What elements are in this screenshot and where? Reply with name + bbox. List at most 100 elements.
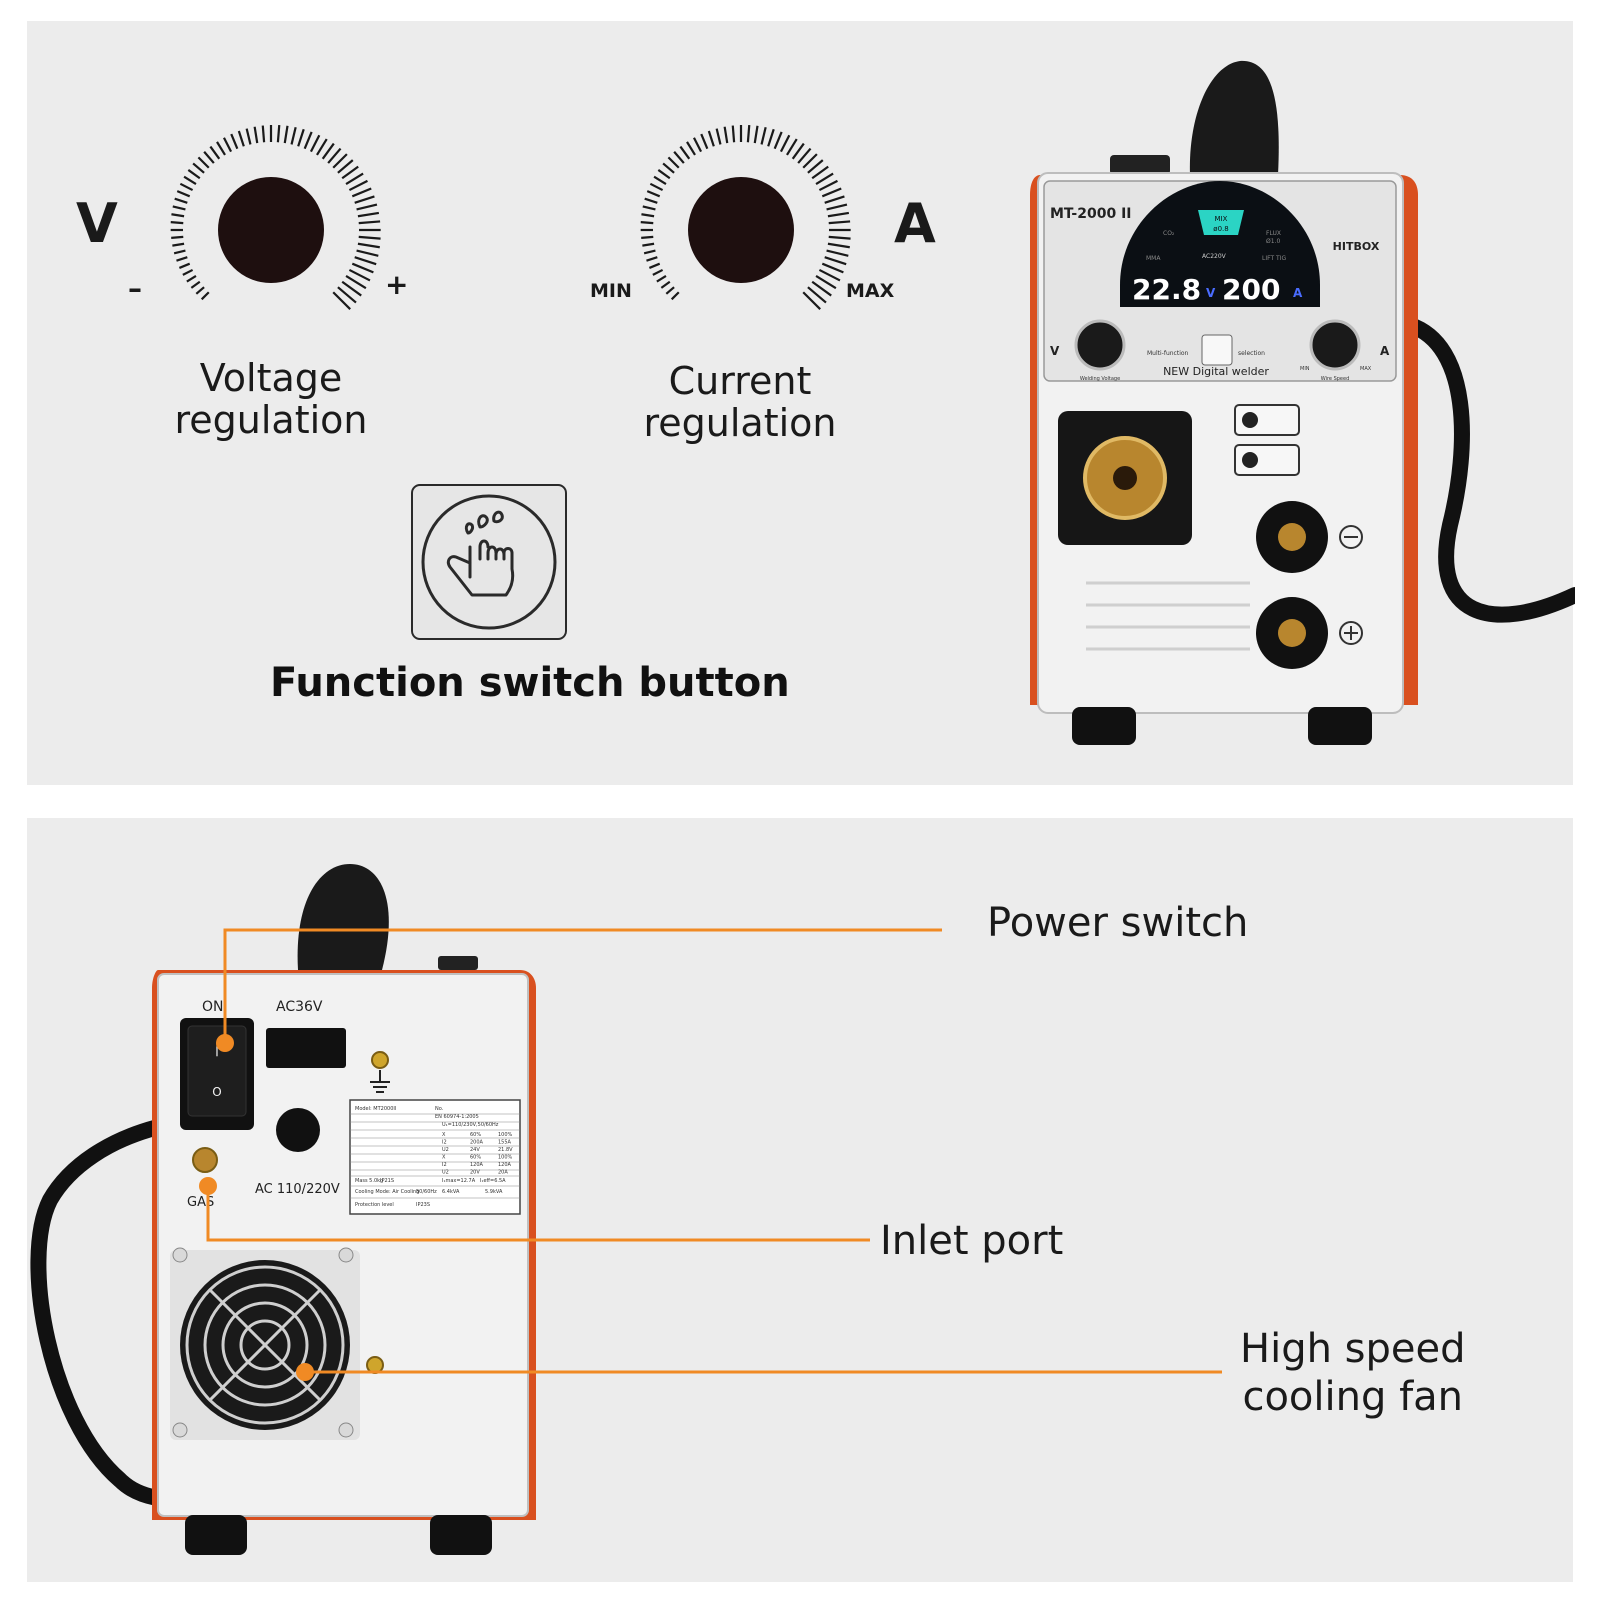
dial-tick xyxy=(358,220,381,225)
dial-tick xyxy=(172,242,185,247)
dial-tick xyxy=(686,141,696,156)
negative-terminal-core xyxy=(1278,523,1306,551)
dial-tick xyxy=(237,130,245,147)
dial-tick xyxy=(641,235,654,239)
plate-cell: 120A xyxy=(470,1162,484,1168)
current-dial-ticks xyxy=(640,125,851,310)
dial-tick xyxy=(332,291,351,310)
front-knob-right-caption: Wire Speed xyxy=(1321,376,1350,382)
dial-tick xyxy=(646,190,661,198)
display-ac: AC220V xyxy=(1202,253,1227,260)
plate-model: Model: MT2000II xyxy=(355,1106,396,1112)
dial-tick xyxy=(176,190,191,198)
power-switch-callout: Power switch xyxy=(987,900,1249,946)
dial-tick xyxy=(192,162,205,174)
dial-tick xyxy=(791,142,805,160)
front-voltage-knob[interactable] xyxy=(1074,319,1126,371)
dial-tick xyxy=(707,130,715,147)
plate-ip: IP21S xyxy=(380,1178,394,1184)
current-caption: Current regulation xyxy=(600,360,880,444)
polarity-minus-icon xyxy=(1242,412,1258,428)
plate-cell: I2 xyxy=(442,1162,447,1168)
back-carry-handle xyxy=(297,864,389,970)
current-letter: A xyxy=(894,192,936,255)
display-mma: MMA xyxy=(1146,255,1161,262)
display-co2: CO₂ xyxy=(1163,230,1175,237)
back-top-latch xyxy=(438,956,478,970)
dial-tick xyxy=(828,235,851,240)
dial-tick xyxy=(170,221,184,225)
plate-cell: I2 xyxy=(442,1140,447,1146)
dial-tick xyxy=(640,221,654,225)
fan-guard xyxy=(185,1265,345,1425)
dial-tick xyxy=(821,187,842,198)
dial-tick xyxy=(172,205,186,211)
dial-tick xyxy=(753,125,759,144)
dial-tick xyxy=(700,133,709,150)
dial-tick xyxy=(667,156,680,169)
dial-tick xyxy=(174,197,188,204)
front-knob-right-min: MIN xyxy=(1300,366,1310,372)
welder-front-image: MT-2000 II HITBOX 22.8 V 200 A MIX ø0.8 … xyxy=(1030,60,1575,745)
voltage-knob[interactable] xyxy=(218,177,324,283)
positive-terminal-core xyxy=(1278,619,1306,647)
welder-back-image: ON AC36V | O AC 110/220V GAS Model: MT20… xyxy=(30,864,536,1555)
ac36v-socket xyxy=(266,1028,346,1068)
gas-inlet-port[interactable] xyxy=(192,1147,218,1173)
dial-tick xyxy=(341,165,359,180)
dial-tick xyxy=(303,131,313,150)
dial-tick xyxy=(670,291,680,301)
dial-tick xyxy=(673,151,685,164)
plus-symbol-icon xyxy=(1339,621,1363,645)
plate-cell: 200A xyxy=(470,1140,484,1146)
function-switch-label: Function switch button xyxy=(270,660,790,706)
plate-ieff: I₁eff=6.5A xyxy=(480,1178,506,1184)
ac-cable-gland xyxy=(276,1108,320,1152)
dial-tick xyxy=(186,275,197,283)
front-current-knob[interactable] xyxy=(1309,319,1361,371)
dial-tick xyxy=(171,213,185,218)
power-switch-rocker[interactable] xyxy=(187,1025,247,1117)
back-left-foot xyxy=(185,1515,247,1555)
dial-tick xyxy=(337,286,357,304)
dial-tick xyxy=(821,262,844,274)
dial-tick xyxy=(760,126,767,145)
current-caption-line2: regulation xyxy=(643,401,837,445)
plate-ip2: IP23S xyxy=(416,1202,430,1208)
dial-tick xyxy=(245,128,252,145)
dial-tick xyxy=(178,262,191,269)
current-dial[interactable] xyxy=(610,100,870,320)
dial-tick xyxy=(316,138,328,156)
dial-tick xyxy=(351,262,374,274)
dial-tick xyxy=(341,280,362,297)
current-max: MAX xyxy=(846,280,895,302)
power-cable xyxy=(1402,317,1575,623)
cooling-fan-callout-line1: High speed xyxy=(1240,1326,1466,1372)
current-caption-line1: Current xyxy=(668,359,812,403)
dial-tick xyxy=(179,182,194,192)
dial-tick xyxy=(715,128,722,145)
dial-tick xyxy=(327,147,342,164)
dial-tick xyxy=(660,280,671,289)
current-knob[interactable] xyxy=(688,177,794,283)
dial-tick xyxy=(797,147,812,164)
plate-cell: 60% xyxy=(470,1155,481,1161)
dial-tick xyxy=(644,197,658,204)
function-switch-button[interactable] xyxy=(410,483,570,643)
top-latch xyxy=(1110,155,1170,175)
inlet-port-callout: Inlet port xyxy=(880,1218,1064,1264)
dial-tick xyxy=(197,156,210,169)
voltage-caption-line2: regulation xyxy=(174,398,368,442)
dial-tick xyxy=(779,134,791,153)
front-function-button[interactable] xyxy=(1201,334,1233,366)
dial-tick xyxy=(746,125,751,143)
dial-tick xyxy=(222,137,233,153)
plate-cell: 155A xyxy=(498,1140,512,1146)
display-current: 200 xyxy=(1222,273,1280,306)
dial-tick xyxy=(276,125,281,143)
voltage-dial[interactable] xyxy=(140,100,400,320)
dial-tick xyxy=(173,249,186,255)
dial-tick xyxy=(824,195,845,204)
dial-tick xyxy=(815,172,834,185)
